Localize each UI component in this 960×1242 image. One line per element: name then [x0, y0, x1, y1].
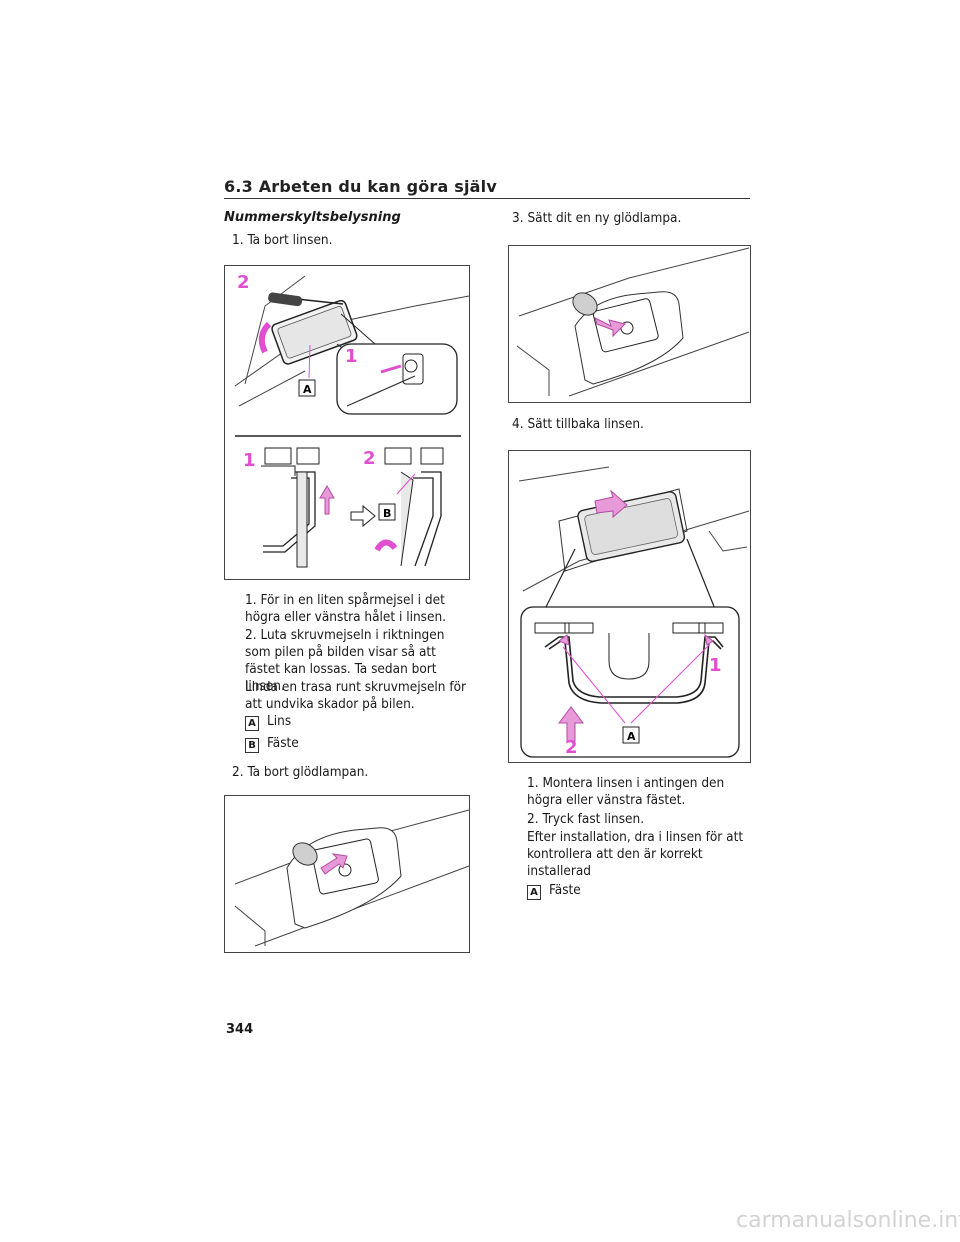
- callout-2-right-detail: 2: [363, 448, 376, 469]
- figure-reinstall-lens-drawing: 1 2 A: [518, 466, 750, 758]
- step-1: 1. Ta bort linsen.: [232, 232, 333, 248]
- figure-remove-lens: 2 1 1 2 A B: [224, 265, 470, 580]
- step-2: 2. Ta bort glödlampan.: [232, 764, 369, 780]
- legend-key-b: B: [245, 738, 259, 753]
- step-3: 3. Sätt dit en ny glödlampa.: [512, 210, 682, 226]
- legend-key-a: A: [245, 716, 259, 731]
- callout-2-reinstall: 2: [565, 737, 578, 758]
- watermark: carmanualsonline.info: [736, 1208, 960, 1233]
- figure-new-bulb-drawing: [516, 247, 750, 397]
- figure-reinstall-lens: 1 2 A: [508, 450, 751, 763]
- instruction-2: 2. Luta skruvmejseln i riktningen som pi…: [245, 627, 445, 694]
- label-B: B: [383, 507, 391, 520]
- callout-2-top: 2: [237, 272, 250, 293]
- page-number: 344: [226, 1022, 254, 1037]
- reinstall-instruction-1: 1. Montera linsen i antingen den högra e…: [527, 775, 725, 808]
- legend-text-bracket: Fäste: [267, 735, 299, 751]
- reinstall-note: Efter installation, dra i linsen för att…: [527, 829, 744, 879]
- legend-row-a: A Lins: [245, 713, 291, 731]
- figure-new-bulb: [508, 245, 751, 403]
- figure-remove-lens-drawing: 2 1 1 2 A B: [234, 272, 470, 568]
- legend-row-b: B Fäste: [245, 735, 299, 753]
- figure-remove-bulb-drawing: [234, 809, 470, 947]
- section-divider: [224, 198, 750, 199]
- legend-text-reinstall-bracket: Fäste: [549, 882, 581, 898]
- callout-1-left-detail: 1: [243, 450, 256, 471]
- subheading: Nummerskyltsbelysning: [224, 210, 401, 225]
- instruction-1: 1. För in en liten spårmejsel i det högr…: [245, 592, 447, 625]
- figure-remove-bulb: [224, 795, 470, 953]
- step-4: 4. Sätt tillbaka linsen.: [512, 416, 644, 432]
- legend-row-reinstall-a: A Fäste: [527, 882, 581, 900]
- legend-text-lens: Lins: [267, 713, 292, 729]
- callout-1-reinstall: 1: [709, 655, 722, 676]
- reinstall-instruction-2: 2. Tryck fast linsen.: [527, 811, 645, 827]
- label-A-reinstall: A: [627, 730, 636, 743]
- instruction-note: Linda en trasa runt skruvmejseln för att…: [245, 679, 467, 712]
- legend-key-reinstall-a: A: [527, 885, 541, 900]
- callout-1-zoom: 1: [345, 346, 358, 367]
- label-A: A: [303, 383, 312, 396]
- section-title: 6.3 Arbeten du kan göra själv: [224, 177, 497, 196]
